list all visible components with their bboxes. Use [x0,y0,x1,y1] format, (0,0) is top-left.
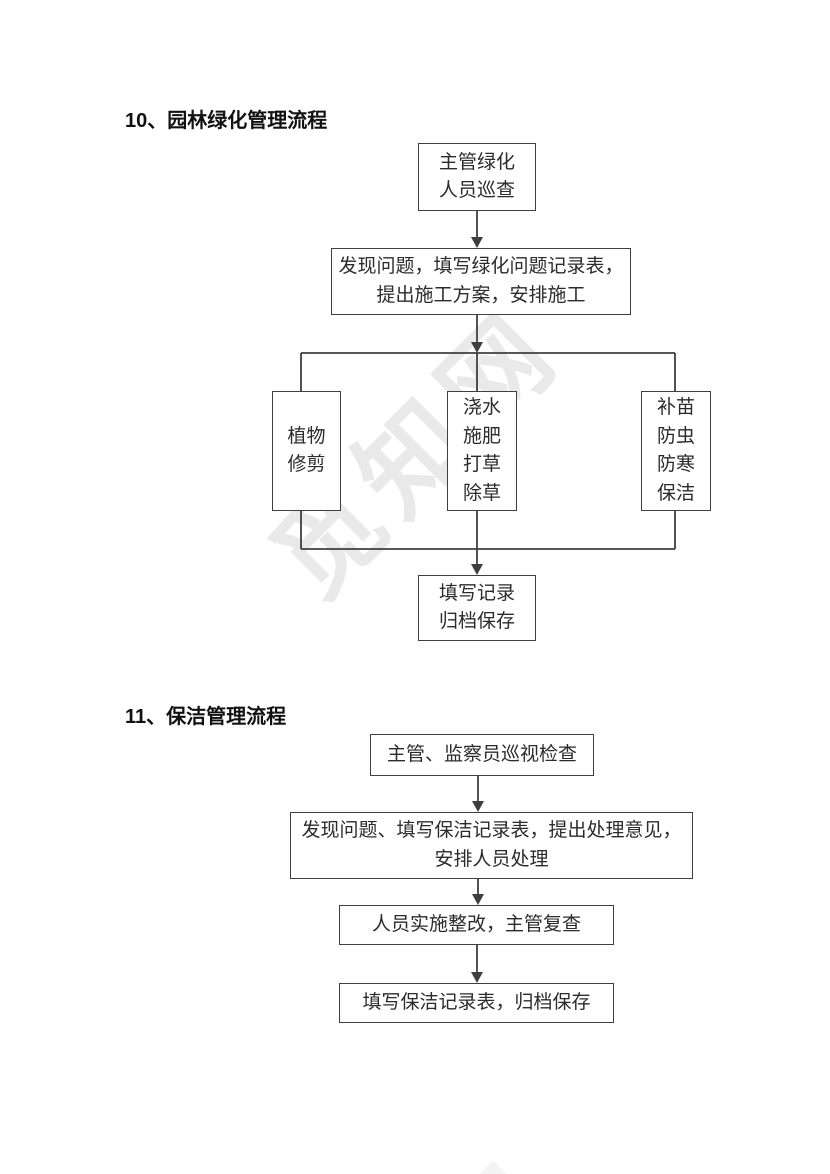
flow2-box-inspect: 主管、监察员巡视检查 [370,734,594,776]
box-text-line: 发现问题，填写绿化问题记录表， [338,256,624,277]
section-title-11: 11、保洁管理流程 [125,706,287,728]
arrow-down-icon [471,972,483,983]
box-text-line: 防虫 [656,425,695,447]
box-text-line: 保洁 [656,482,695,504]
flow1-box-plan: 发现问题，填写绿化问题记录表， 提出施工方案，安排施工 [331,248,631,315]
arrow-down-icon [471,564,483,575]
box-text-line: 归档保存 [438,611,515,632]
box-text-line: 填写保洁记录表，归档保存 [362,991,591,1013]
box-text-line: 修剪 [287,454,326,475]
arrow-down-icon [472,801,484,812]
box-text-line: 防寒 [656,454,695,475]
box-text-line: 补苗 [656,397,695,418]
box-text-line: 打草 [462,454,501,475]
flow2-box-plan: 发现问题、填写保洁记录表，提出处理意见， 安排人员处理 [290,812,693,879]
flow1-box-record: 填写记录 归档保存 [418,575,536,641]
flow1-box-patrol: 主管绿化 人员巡查 [418,143,536,211]
box-text-line: 主管绿化 [438,151,515,173]
box-text-line: 植物 [287,425,326,447]
box-text-line: 填写记录 [438,582,515,604]
box-text-line: 主管、监察员巡视检查 [386,743,577,765]
box-text-line: 人员巡查 [438,180,515,201]
flow1-box-prune: 植物 修剪 [272,391,341,511]
box-text-line: 施肥 [462,425,501,447]
box-text-line: 除草 [462,482,501,504]
box-text-line: 浇水 [462,397,501,418]
box-text-line: 提出施工方案，安排施工 [376,284,586,306]
flow1-box-water: 浇水 施肥 打草 除草 [447,391,517,511]
arrow-down-icon [471,237,483,248]
flow2-box-rectify: 人员实施整改，主管复查 [339,905,614,945]
box-text-line: 发现问题、填写保洁记录表，提出处理意见， [301,820,682,841]
flow2-box-record: 填写保洁记录表，归档保存 [339,983,614,1023]
section-title-10: 10、园林绿化管理流程 [125,110,328,132]
watermark-text-bottom: 觅知网 [232,1120,588,1174]
box-text-line: 人员实施整改，主管复查 [371,913,581,935]
flow1-box-seedling: 补苗 防虫 防寒 保洁 [641,391,711,511]
box-text-line: 安排人员处理 [434,848,549,870]
arrow-down-icon [472,894,484,905]
